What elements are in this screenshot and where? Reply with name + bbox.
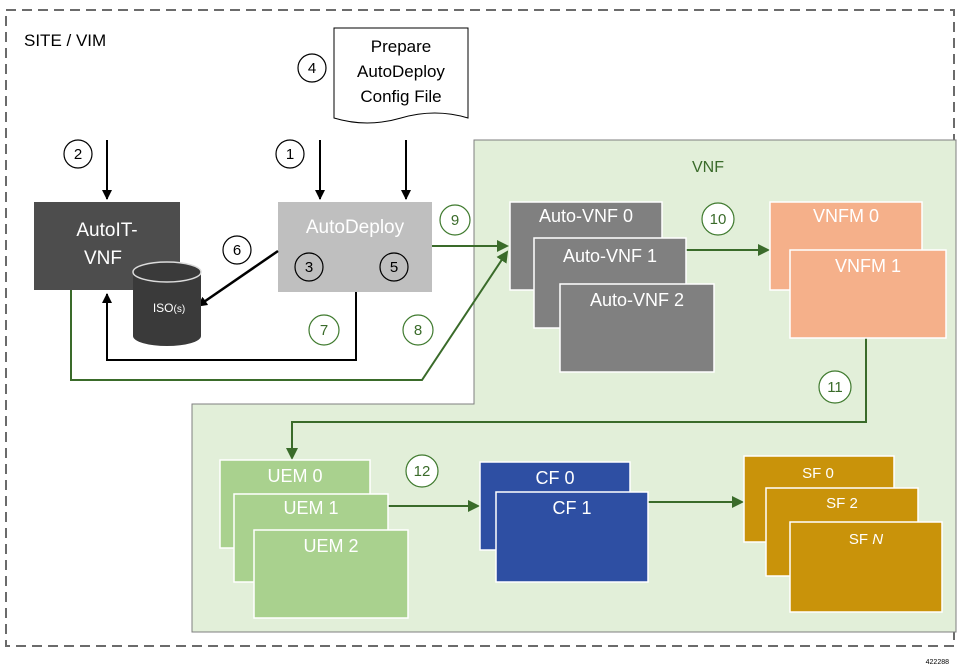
vnf-zone-label: VNF <box>692 159 724 176</box>
step-10-number: 10 <box>710 211 727 228</box>
step-6-circle <box>222 235 252 265</box>
iso-label: ISO(s) <box>153 301 185 315</box>
step-4-number: 4 <box>308 60 316 77</box>
step-9-number: 9 <box>451 212 459 229</box>
config-file-line-1: Prepare <box>371 37 431 56</box>
arrow-step-8 <box>70 250 509 381</box>
auto-vnf-2-box <box>559 283 715 373</box>
site-vim-label: SITE / VIM <box>24 31 106 50</box>
vnfm-0-label: VNFM 0 <box>813 206 879 226</box>
autodeploy-label: AutoDeploy <box>306 217 405 238</box>
sf-n-box <box>789 521 943 613</box>
step-7-number: 7 <box>320 322 328 339</box>
cf-1-box <box>495 491 649 583</box>
config-file-line-3: Config File <box>360 87 441 106</box>
uem-1-label: UEM 1 <box>283 498 338 518</box>
step-6-number: 6 <box>233 242 241 259</box>
figure-id: 422288 <box>926 659 949 666</box>
step-3-number: 3 <box>305 259 313 276</box>
step-5-circle <box>379 252 409 282</box>
vnfm-1-label: VNFM 1 <box>835 256 901 276</box>
step-5-number: 5 <box>390 259 398 276</box>
uem-2-box <box>253 529 409 619</box>
step-9-circle <box>439 204 471 236</box>
step-circles: 1 2 3 4 5 6 <box>63 53 409 282</box>
iso-storage: ISO(s) <box>132 261 202 346</box>
step-10-circle <box>701 202 735 236</box>
step-11-circle <box>818 370 852 404</box>
step-4-circle <box>297 53 327 83</box>
auto-vnf-1-label: Auto-VNF 1 <box>563 246 657 266</box>
iso-cylinder-body <box>133 272 201 346</box>
autoit-vnf-label-2: VNF <box>84 248 122 269</box>
arrow-step-6 <box>197 249 279 308</box>
config-file-document <box>333 27 469 124</box>
green-step-circles: 7 8 9 10 11 12 <box>308 202 852 488</box>
sf-0-label: SF 0 <box>802 465 834 482</box>
step-11-number: 11 <box>827 379 843 396</box>
uem-2-label: UEM 2 <box>303 536 358 556</box>
step-8-number: 8 <box>414 322 422 339</box>
iso-cylinder-top <box>132 261 202 283</box>
step-12-number: 12 <box>414 463 431 480</box>
arrow-step-7 <box>102 292 357 361</box>
cf-1-label: CF 1 <box>552 498 591 518</box>
cf-0-label: CF 0 <box>535 468 574 488</box>
vnfm-1-box <box>789 249 947 339</box>
sf-n-label: SF N <box>849 531 883 548</box>
autoit-vnf-label-1: AutoIT- <box>76 220 137 241</box>
step-3-circle <box>294 252 324 282</box>
step-2-number: 2 <box>74 146 82 163</box>
auto-vnf-2-label: Auto-VNF 2 <box>590 290 684 310</box>
arrow-step-11 <box>286 338 867 460</box>
step-8-circle <box>402 314 434 346</box>
uem-0-label: UEM 0 <box>267 466 322 486</box>
step-1-number: 1 <box>286 146 294 163</box>
step-1-circle <box>275 139 305 169</box>
step-12-circle <box>405 454 439 488</box>
config-file-line-2: AutoDeploy <box>357 62 445 81</box>
step-2-circle <box>63 139 93 169</box>
step-7-circle <box>308 314 340 346</box>
sf-2-label: SF 2 <box>826 495 858 512</box>
auto-vnf-0-label: Auto-VNF 0 <box>539 206 633 226</box>
